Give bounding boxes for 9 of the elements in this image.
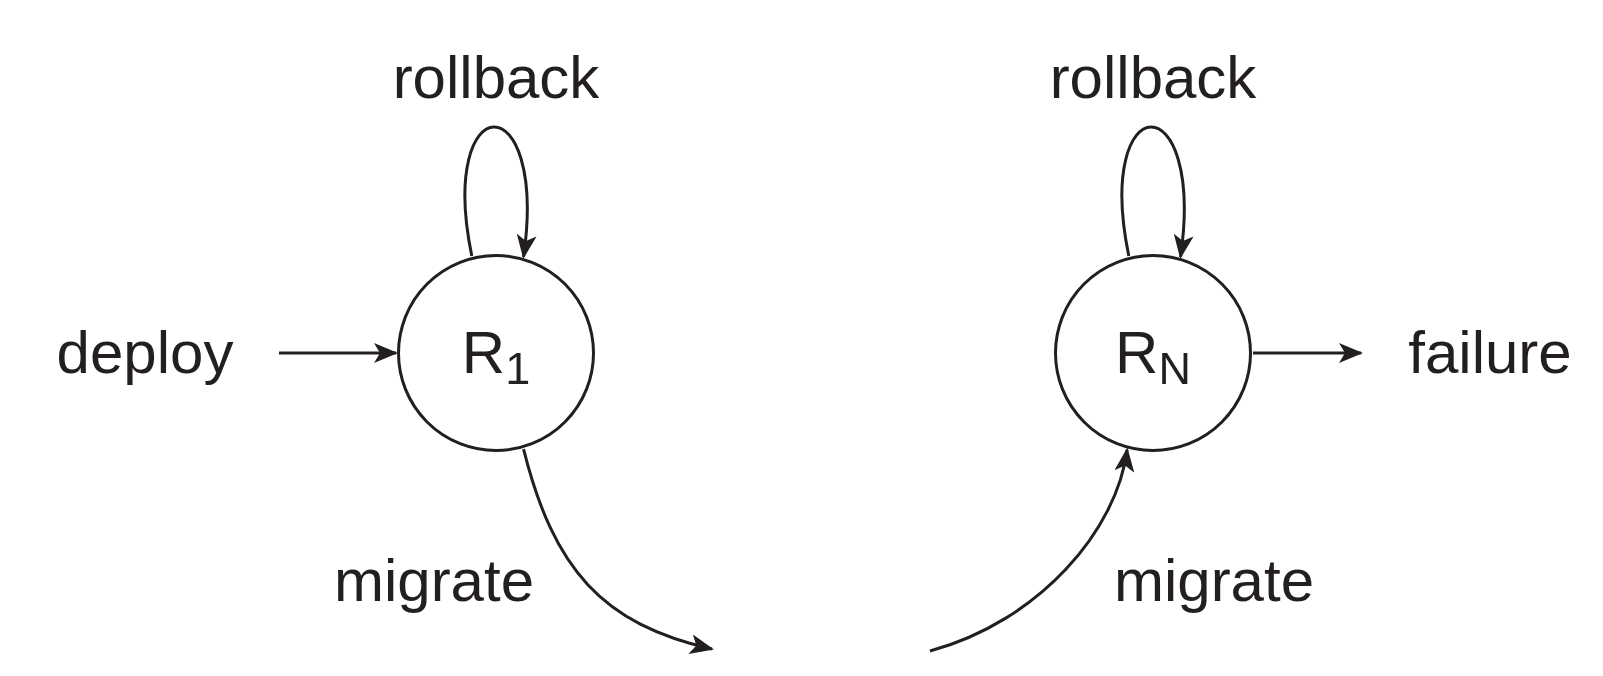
arrow [279, 343, 398, 363]
edge-label: migrate [333, 551, 535, 611]
event-label: deploy [35, 313, 255, 393]
event-label: failure [1385, 313, 1595, 393]
edge-label: rollback [392, 48, 600, 108]
edge-label: rollback [1049, 48, 1257, 108]
edge-label: migrate [1113, 551, 1315, 611]
arrow [1253, 343, 1363, 363]
self-loop-arrow [463, 125, 536, 259]
